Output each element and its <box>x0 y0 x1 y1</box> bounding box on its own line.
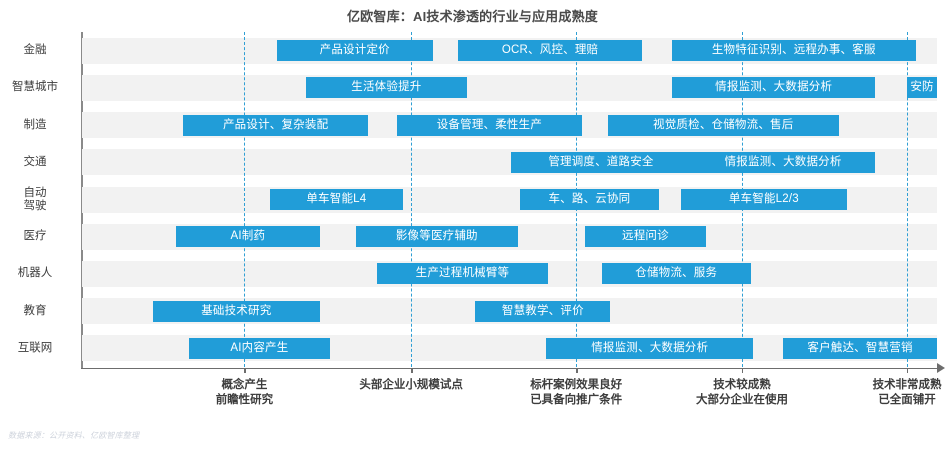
maturity-bar[interactable]: AI内容产生 <box>188 337 330 359</box>
maturity-bar[interactable]: 远程问诊 <box>584 226 707 248</box>
maturity-bar[interactable]: 视觉质检、仓储物流、售后 <box>607 114 839 136</box>
x-axis-tick <box>576 368 578 373</box>
x-axis-stage-label-line: 已全面铺开 <box>878 394 936 406</box>
row-label-金融: 金融 <box>0 44 74 57</box>
maturity-bar[interactable]: 单车智能L2/3 <box>680 189 848 210</box>
y-axis-line <box>81 32 83 368</box>
row-label-教育: 教育 <box>0 305 74 318</box>
x-axis-stage-label: 技术较成熟大部分企业在使用 <box>647 378 837 408</box>
row-label-自动驾驶: 自动驾驶 <box>0 187 74 213</box>
x-axis-stage-label-line: 标杆案例效果良好 <box>530 379 623 391</box>
maturity-bar[interactable]: AI制药 <box>176 226 320 248</box>
x-axis-tick <box>907 368 909 373</box>
maturity-bar[interactable]: 情报监测、大数据分析 <box>546 337 754 359</box>
x-axis-stage-label-line: 大部分企业在使用 <box>696 394 789 406</box>
x-axis-stage-label-line: 概念产生 <box>221 379 268 391</box>
gridline <box>244 32 246 367</box>
x-axis-stage-label-line: 技术非常成熟 <box>872 379 942 391</box>
maturity-bar[interactable]: 生活体验提升 <box>306 77 467 99</box>
x-axis-stage-label: 技术非常成熟已全面铺开 <box>812 378 945 408</box>
gridline <box>411 32 413 367</box>
x-axis-arrow-icon <box>937 363 945 373</box>
x-axis-line <box>81 368 941 370</box>
row-label-line: 智慧城市 <box>12 81 58 94</box>
row-label-智慧城市: 智慧城市 <box>0 81 74 94</box>
row-label-交通: 交通 <box>0 156 74 169</box>
maturity-bar[interactable]: 智慧教学、评价 <box>475 300 611 322</box>
row-label-line: 自动 <box>23 186 47 199</box>
maturity-bar[interactable]: 生产过程机械臂等 <box>376 263 548 285</box>
maturity-bar[interactable]: OCR、风控、理赔 <box>458 40 642 62</box>
maturity-bar[interactable]: 产品设计、复杂装配 <box>182 114 369 136</box>
maturity-bar[interactable]: 车、路、云协同 <box>519 189 660 210</box>
x-axis-stage-label-line: 技术较成熟 <box>713 379 771 391</box>
source-note: 数据来源：公开资料、亿欧智库整理 <box>8 431 140 440</box>
maturity-bar[interactable]: 情报监测、大数据分析 <box>690 151 876 173</box>
x-axis-tick <box>742 368 744 373</box>
maturity-bar[interactable]: 仓储物流、服务 <box>601 263 751 285</box>
chart-plot-area: 金融智慧城市制造交通自动驾驶医疗机器人教育互联网 产品设计定价 OCR、风控、理赔… <box>12 32 937 368</box>
maturity-bar[interactable]: 产品设计定价 <box>276 40 433 62</box>
maturity-bar[interactable]: 影像等医疗辅助 <box>355 226 519 248</box>
x-axis-stage-label: 头部企业小规模试点 <box>316 378 506 393</box>
row-label-line: 驾驶 <box>23 199 47 212</box>
row-label-医疗: 医疗 <box>0 230 74 243</box>
x-axis-stage-label: 概念产生前瞻性研究 <box>149 378 339 408</box>
maturity-bar[interactable]: 安防 <box>907 77 937 99</box>
x-axis-stage-label-line: 前瞻性研究 <box>215 394 274 406</box>
page-title: 亿欧智库：AI技术渗透的行业与应用成熟度 <box>346 9 598 24</box>
row-label-line: 教育 <box>23 304 47 317</box>
maturity-bar[interactable]: 单车智能L4 <box>270 189 403 210</box>
maturity-bar[interactable]: 客户触达、智慧营销 <box>783 337 937 359</box>
row-label-line: 互联网 <box>17 341 53 354</box>
row-label-line: 金融 <box>23 44 47 57</box>
row-label-机器人: 机器人 <box>0 267 74 280</box>
row-label-line: 医疗 <box>23 230 47 243</box>
x-axis-stage-label-line: 已具备向推广条件 <box>530 394 623 406</box>
row-label-line: 制造 <box>23 118 47 131</box>
x-axis-tick <box>411 368 413 373</box>
maturity-bar[interactable]: 基础技术研究 <box>152 300 320 322</box>
row-label-line: 交通 <box>23 155 47 168</box>
maturity-bar[interactable]: 生物特征识别、远程办事、客服 <box>671 40 916 62</box>
x-axis-tick <box>244 368 246 373</box>
maturity-bar[interactable]: 管理调度、道路安全 <box>511 151 691 173</box>
maturity-bar[interactable]: 情报监测、大数据分析 <box>671 77 876 99</box>
maturity-bar[interactable]: 设备管理、柔性生产 <box>396 114 583 136</box>
row-label-line: 机器人 <box>17 267 53 280</box>
x-axis-stage-label: 标杆案例效果良好已具备向推广条件 <box>481 378 671 408</box>
row-label-制造: 制造 <box>0 119 74 132</box>
gridline <box>907 32 909 367</box>
x-axis-stage-label-line: 头部企业小规模试点 <box>359 379 463 391</box>
row-label-互联网: 互联网 <box>0 342 74 355</box>
